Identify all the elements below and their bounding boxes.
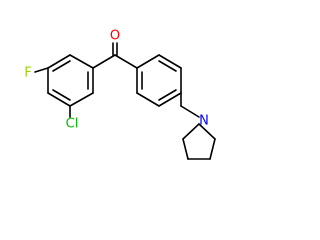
right-ring-bond	[136, 92, 160, 107]
pyrrolidine-bond	[198, 123, 216, 140]
pyrrolidine-bond	[209, 138, 216, 160]
pyrrolidine-bond	[182, 138, 189, 160]
right-ring-bond	[158, 54, 182, 69]
left-ring-bond	[69, 54, 94, 69]
pyrrolidine-ring	[182, 123, 216, 160]
right-ring-inner-bond	[158, 60, 177, 72]
carbonyl-right-bond	[114, 54, 138, 69]
chemical-structure: O F Cl N	[24, 29, 216, 160]
right-ring-bond	[136, 54, 160, 69]
right-ring-inner-bond	[158, 89, 177, 101]
fluorine-atom-label: F	[24, 66, 31, 81]
right-ring-bond	[158, 92, 182, 107]
chlorine-atom-label: Cl	[66, 117, 79, 132]
left-ring-bond	[69, 92, 94, 107]
carbonyl-group	[92, 42, 138, 69]
nitrogen-atom-label: N	[199, 114, 209, 129]
left-ring-bond	[47, 54, 71, 69]
oxygen-atom-label: O	[110, 29, 120, 44]
methylene-nitrogen-bond	[180, 105, 200, 118]
left-benzene-ring	[47, 54, 94, 107]
right-benzene-ring	[136, 54, 182, 107]
pyrrolidine-bond	[182, 123, 200, 140]
left-ring-inner-bond	[52, 89, 71, 101]
left-ring-bond	[47, 92, 71, 107]
left-ring-inner-bond	[52, 60, 71, 72]
carbonyl-left-bond	[92, 54, 116, 69]
fluorine-bond	[34, 67, 49, 73]
